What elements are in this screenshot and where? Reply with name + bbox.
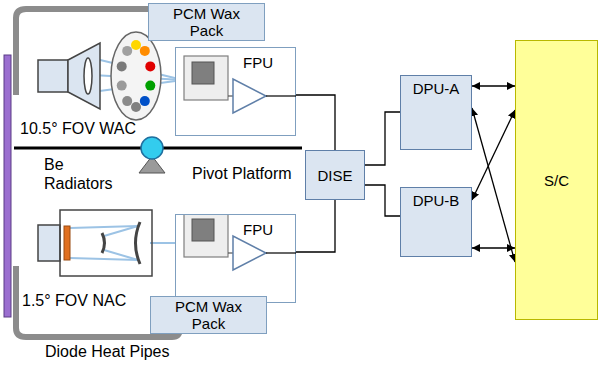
filter <box>122 46 132 56</box>
circuit-part <box>233 79 266 113</box>
part-label: 10.5° FOV WAC <box>20 119 170 138</box>
nac-window <box>64 226 70 260</box>
part-label: 1.5° FOV NAC <box>22 291 152 310</box>
pivot-joint <box>141 137 163 159</box>
circuit-part <box>184 56 228 100</box>
box-label: DPU-B <box>413 192 460 209</box>
processor-box: DPU-B <box>400 187 472 257</box>
wac-lens <box>84 58 92 94</box>
part-label: Pivot Platform <box>192 164 302 183</box>
circuit-part <box>192 219 214 241</box>
signal-line <box>472 108 515 262</box>
circuit-part <box>192 62 214 84</box>
filter <box>140 96 150 106</box>
filter <box>145 61 155 71</box>
circuit-part <box>184 215 228 257</box>
pcm-wax-pack: PCM Wax Pack <box>148 3 265 41</box>
nac-housing <box>60 210 152 276</box>
focal-plane-unit: FPU <box>175 47 296 136</box>
circuit-part <box>233 236 266 270</box>
signal-line <box>472 110 515 200</box>
signal-line <box>472 247 515 248</box>
circuit-part <box>266 252 296 253</box>
filter <box>140 46 150 56</box>
filter <box>117 61 127 71</box>
be-radiator <box>4 55 11 317</box>
secondary-mirror <box>102 233 105 253</box>
part-label: Be Radiators <box>44 155 116 193</box>
filter <box>117 81 127 91</box>
signal-line <box>365 112 400 165</box>
signal-line <box>296 200 335 252</box>
focal-plane-unit: FPU <box>175 214 296 303</box>
spacecraft-box: S/C <box>515 40 598 320</box>
nac-baffle <box>38 225 60 261</box>
filter <box>122 96 132 106</box>
part-label: Diode Heat Pipes <box>45 342 205 361</box>
box-label: S/C <box>544 172 569 189</box>
detector-amplifier <box>176 215 296 298</box>
detector-amplifier <box>176 48 296 131</box>
box-label: DISE <box>317 167 352 184</box>
filter-wheel-disc <box>111 32 161 120</box>
wac-barrel <box>38 60 68 92</box>
box-label: PCM Wax Pack <box>155 5 258 39</box>
signal-line <box>472 85 515 86</box>
wac-hood <box>68 43 100 109</box>
box-label: PCM Wax Pack <box>157 298 260 332</box>
filter-wheel <box>111 32 161 120</box>
pcm-wax-pack: PCM Wax Pack <box>150 296 267 334</box>
box-label: FPU <box>243 221 273 238</box>
signal-line <box>296 95 335 150</box>
light-rays <box>70 226 183 260</box>
electronics-box: DISE <box>305 150 365 200</box>
filter <box>131 102 141 112</box>
box-label: FPU <box>243 54 273 71</box>
circuit-part <box>266 95 296 96</box>
signal-line <box>365 185 400 216</box>
box-label: DPU-A <box>413 80 460 97</box>
filter <box>131 40 141 50</box>
primary-mirror <box>136 222 141 264</box>
processor-box: DPU-A <box>400 75 472 150</box>
filter <box>145 81 155 91</box>
